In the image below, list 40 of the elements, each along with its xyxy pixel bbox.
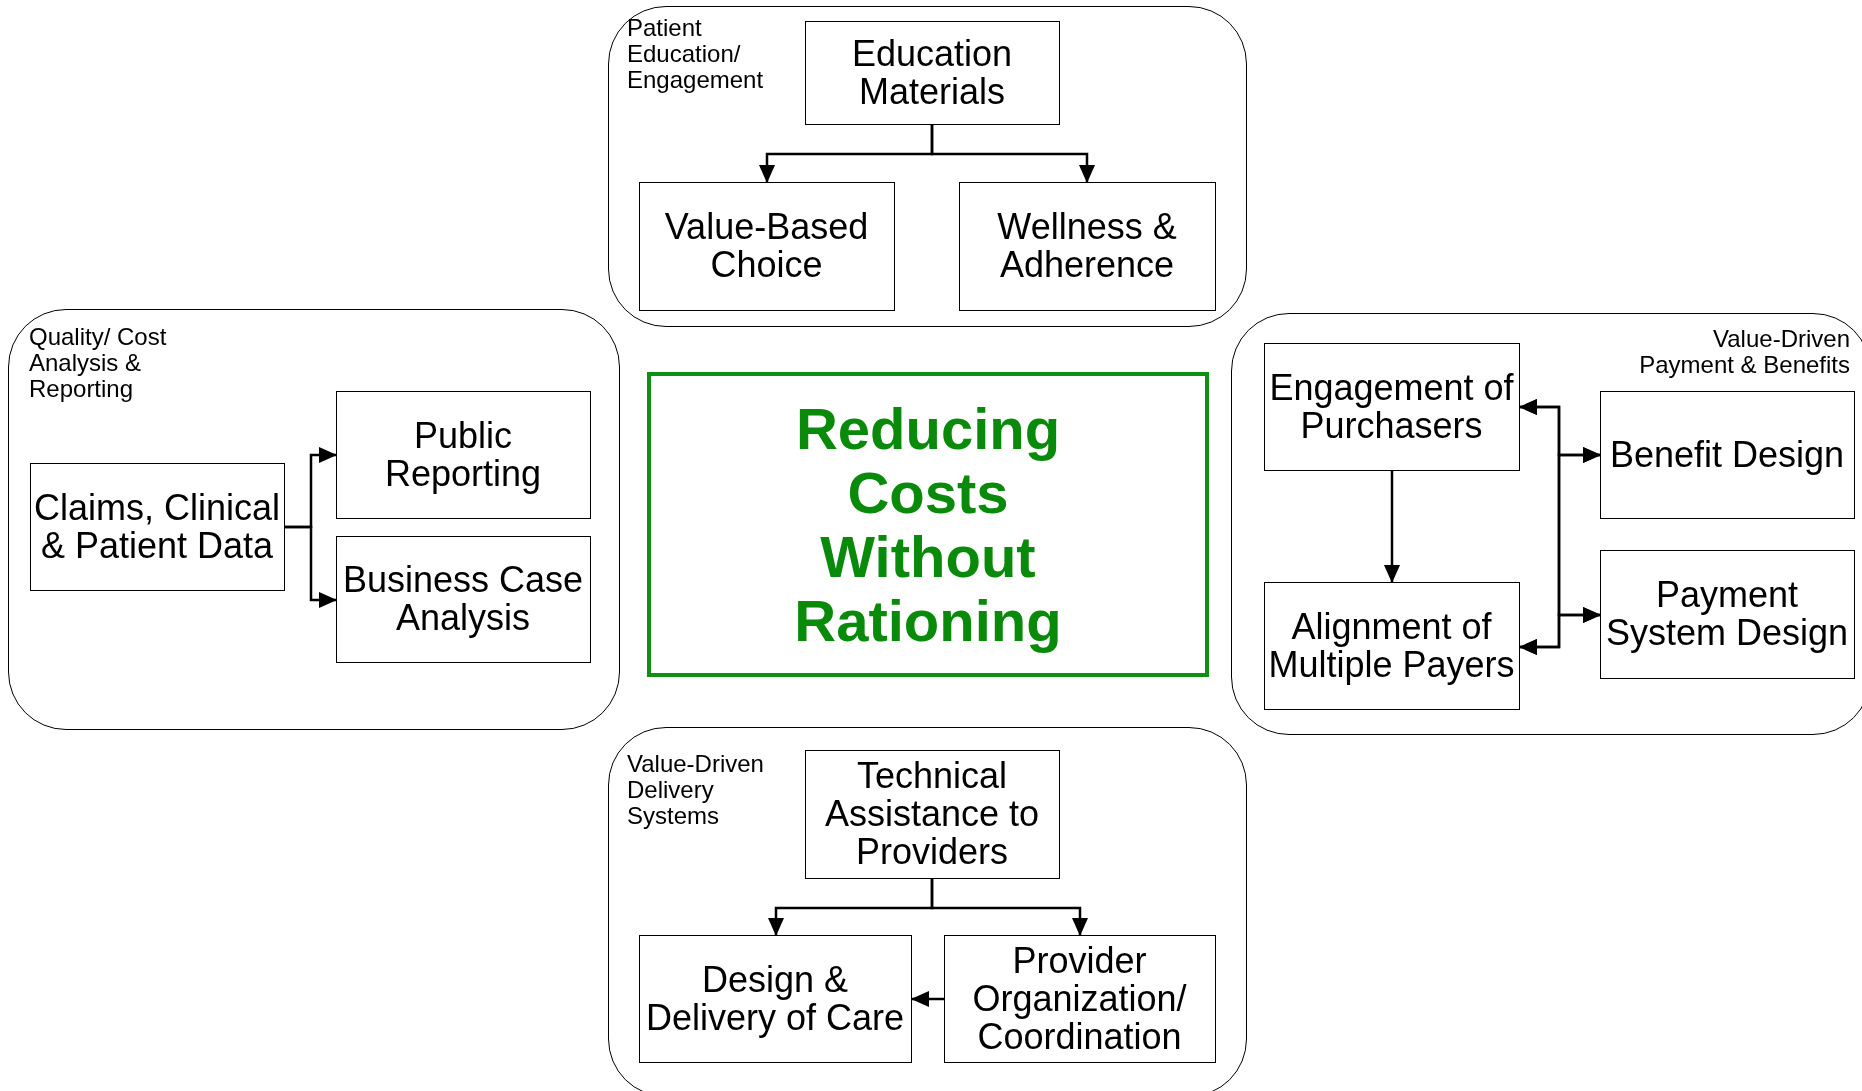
title-box <box>647 372 1209 677</box>
box-label: Provider Organization/ Coordination <box>971 941 1188 1056</box>
process-box <box>1599 549 1855 679</box>
box-label: Claims, Clinical & Patient Data <box>32 488 281 565</box>
box-label: Engagement of Purchasers <box>1268 368 1515 445</box>
box-label: Value-Based Choice <box>663 208 870 284</box>
group-panel <box>608 6 1247 327</box>
arrow <box>285 525 337 608</box>
process-box <box>638 934 912 1063</box>
arrow <box>930 125 1095 183</box>
box-label: Wellness & Adherence <box>996 208 1178 284</box>
process-box <box>1599 390 1855 519</box>
process-box <box>943 934 1216 1063</box>
process-box <box>958 181 1216 311</box>
process-box <box>804 20 1060 125</box>
arrow <box>911 991 944 1007</box>
process-box <box>804 749 1060 879</box>
box-label: Education Materials <box>850 34 1014 111</box>
process-box <box>1263 342 1520 471</box>
box-label: Public Reporting <box>383 416 543 493</box>
process-box <box>29 462 285 591</box>
group-heading: Value-Driven Delivery Systems <box>627 751 765 829</box>
box-label: Payment System Design <box>1604 576 1850 652</box>
group-panel <box>8 309 620 730</box>
process-box <box>638 181 895 311</box>
process-box <box>335 390 591 519</box>
arrow <box>1519 607 1601 655</box>
process-box <box>1263 581 1520 710</box>
group-heading: Quality/ Cost Analysis & Reporting <box>29 324 168 402</box>
box-label: Alignment of Multiple Payers <box>1267 607 1516 684</box>
arrow <box>930 879 1088 936</box>
title-text: Reducing Costs Without Rationing <box>793 396 1063 653</box>
group-heading: Value-Driven Payment & Benefits <box>1638 326 1850 378</box>
box-label: Design & Delivery of Care <box>644 960 906 1037</box>
arrow <box>1384 471 1400 583</box>
box-label: Technical Assistance to Providers <box>823 757 1041 871</box>
box-label: Business Case Analysis <box>341 561 585 637</box>
group-heading: Patient Education/ Engagement <box>627 15 765 93</box>
process-box <box>335 535 591 663</box>
box-label: Benefit Design <box>1609 435 1845 474</box>
